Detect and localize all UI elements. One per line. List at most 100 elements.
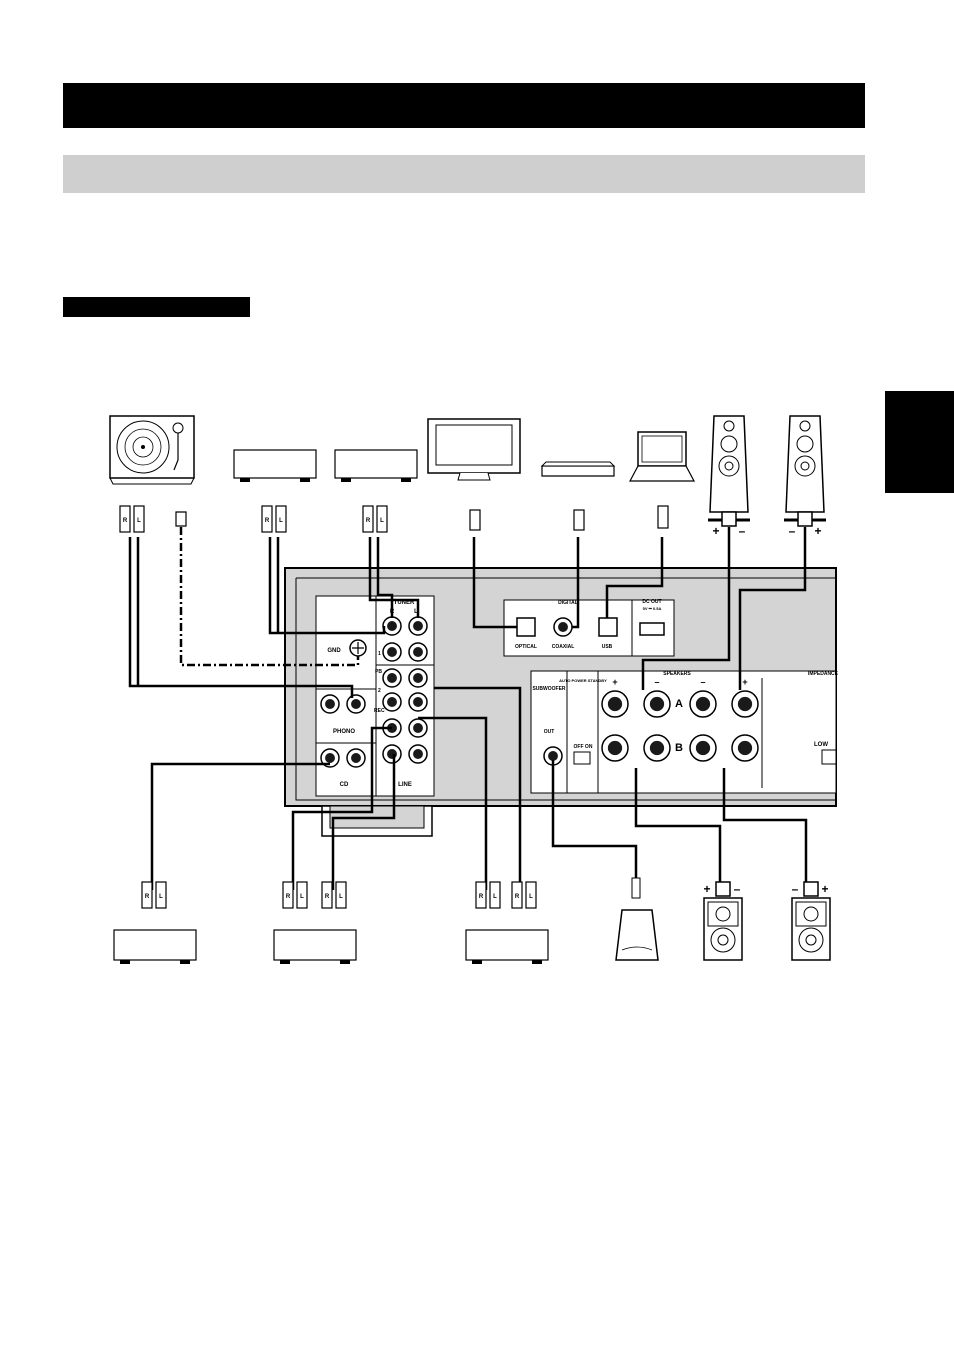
sp-minus-1: – [654,677,659,687]
plug-letter: L [300,894,304,900]
off-on-label: OFF ON [574,744,593,750]
rca-jack [408,744,428,764]
impedance-label: IMPEDANCE [808,671,839,677]
low-label: LOW [814,742,828,748]
rca-jack [346,694,366,714]
subwoofer-out-jack [543,746,563,766]
disc-player-device [540,461,616,477]
speaker-b-label: B [675,742,683,754]
phono-label: PHONO [333,729,355,735]
book-right-minus: – [792,882,799,896]
plug-letter: L [380,518,384,524]
single-plugs [175,505,669,531]
rca-jack [320,748,340,768]
coaxial-jack [553,617,573,637]
plug-letter: L [493,894,497,900]
tower-left-minus: – [739,524,746,538]
speaker-terminal [601,690,629,718]
subwoofer-label: SUBWOOFER [532,686,565,692]
chapter-side-tab [885,391,954,493]
panel-jacks [320,616,759,768]
speakers-label: SPEAKERS [663,671,691,677]
bookshelf-speaker-left: + – [703,881,743,961]
rca-jack [382,744,402,764]
auto-standby-switch [573,751,591,765]
line-rec-label: REC [374,708,385,714]
plug-letter: R [265,518,270,524]
rca-jack [408,616,428,636]
rca-jack [408,718,428,738]
book-left-plus: + [703,882,710,896]
tuner-l-label: L [414,609,418,615]
plug-letter: R [145,894,150,900]
speaker-terminal [689,734,717,762]
tower-speaker-right: – + [784,415,826,538]
line-2-label: 2 [378,688,381,694]
cables [128,527,808,890]
section-header-bar [63,83,865,128]
plug-letter: R [123,518,128,524]
auto-power-standby-label: AUTO POWER STANDBY [559,678,607,683]
sp-plus-2: + [742,677,747,687]
speaker-terminal [601,734,629,762]
cd-label: CD [340,782,349,788]
source-box-2 [334,449,418,482]
tuner-label: TUNER [394,600,415,606]
usb-port [598,617,618,637]
source-box-bottom-2 [273,929,357,964]
impedance-switch [821,749,837,765]
source-box-bottom-1 [113,929,197,964]
diagram-label-bar [63,297,250,317]
sp-plus-1: + [612,677,617,687]
plug-letter: R [325,894,330,900]
dc-out-spec: 5V ⎓ 0.5A [643,606,662,611]
sp-minus-2: – [700,677,705,687]
optical-port [516,617,536,637]
plug-letter: L [529,894,533,900]
book-right-plus: + [821,882,828,896]
plug-letter: L [279,518,283,524]
coaxial-label: COAXIAL [552,644,575,650]
speaker-terminal [731,690,759,718]
rca-jack [408,692,428,712]
panel-labels: TUNER R L GND PHONO CD LINE 1 PB 2 REC D… [327,599,838,788]
rca-jack [408,668,428,688]
plug-letter: L [339,894,343,900]
rca-jack [346,748,366,768]
rca-jack [382,668,402,688]
rca-jack [382,616,402,636]
speaker-terminal [643,690,671,718]
line-1-label: 1 [378,651,381,657]
optical-label: OPTICAL [515,644,537,650]
book-left-minus: – [734,882,741,896]
dc-out-label: DC OUT [642,599,661,605]
plug-letter: R [479,894,484,900]
plug-letter: L [159,894,163,900]
source-box-1 [233,449,317,482]
turntable-device [109,415,195,485]
tower-right-minus: – [789,524,796,538]
rca-jack [408,642,428,662]
laptop-device [629,431,695,482]
dc-out-port [639,622,665,636]
subwoofer-device [615,877,659,961]
rca-jack [320,694,340,714]
plug-letter: R [515,894,520,900]
plug-letter: L [137,518,141,524]
line-label: LINE [398,782,412,788]
tv-device [427,418,521,481]
usb-label: USB [602,644,613,650]
rca-jack [382,692,402,712]
speaker-terminal [689,690,717,718]
speaker-terminal [731,734,759,762]
rca-jack [382,642,402,662]
